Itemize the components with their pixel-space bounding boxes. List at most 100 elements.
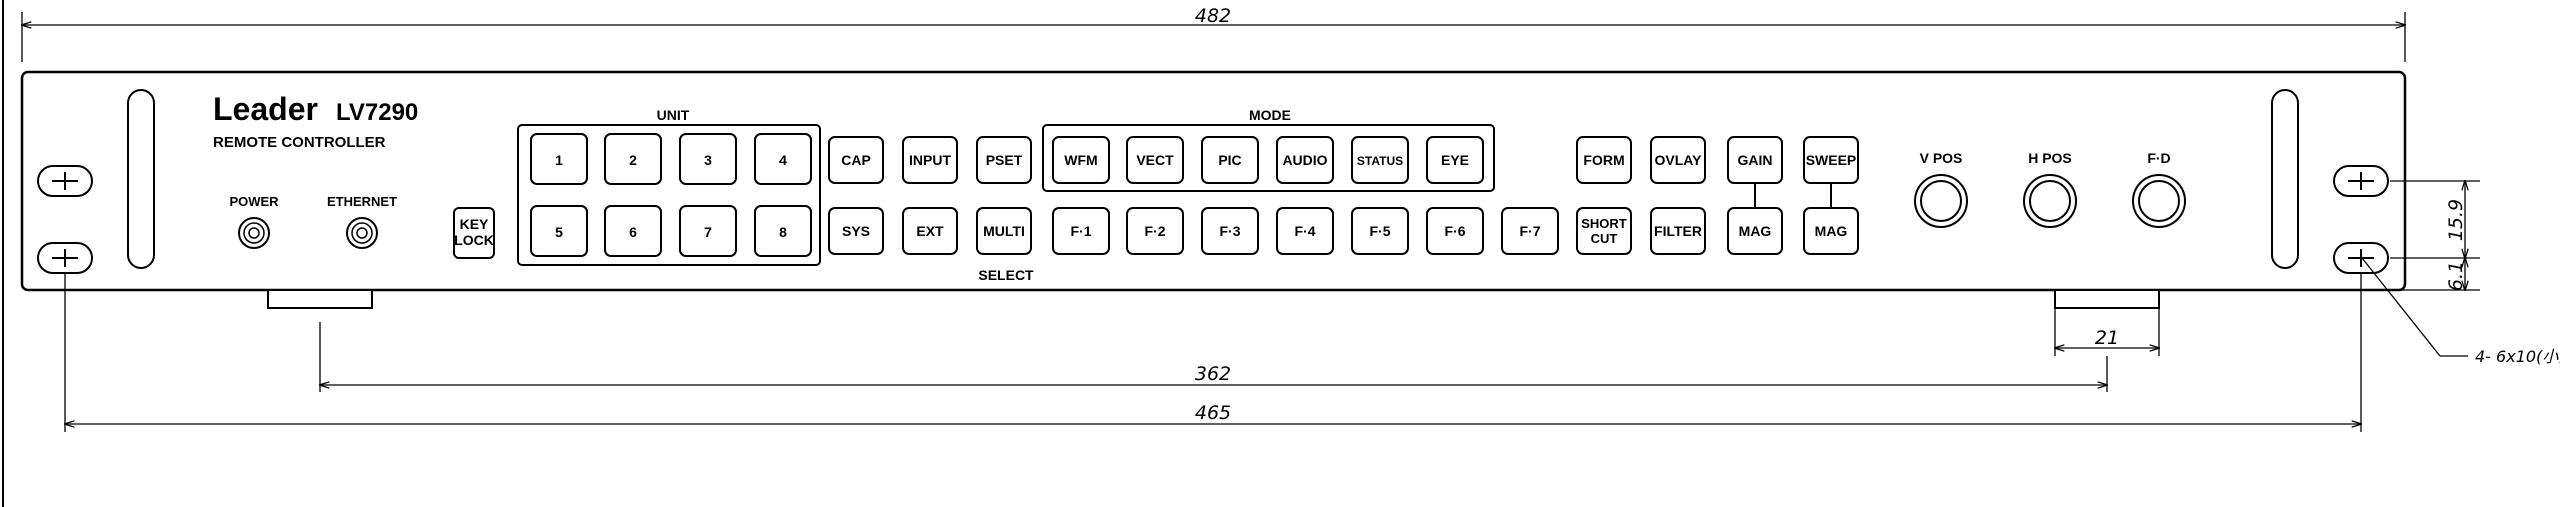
f2-label: F·2 [1145,223,1166,239]
mode-audio-button[interactable]: AUDIO [1276,136,1334,184]
shortcut-button[interactable]: SHORT CUT [1576,207,1632,255]
vpos-knob[interactable] [1914,174,1968,228]
hpos-label: H POS [2028,150,2072,166]
key-lock-label-line2: LOCK [454,232,494,248]
ovlay-button[interactable]: OVLAY [1650,136,1706,184]
unit-4-button[interactable]: 4 [754,133,812,185]
cap-label: CAP [841,152,871,168]
f4-button[interactable]: F·4 [1276,207,1334,255]
unit-group-label: UNIT [657,107,690,123]
rack-handle-right [2271,89,2299,269]
select-group-label: SELECT [978,267,1034,283]
mode-group-frame [1042,124,1495,192]
dimension-overall-width-label: 482 [1195,5,1231,27]
dimension-foot-width-label: 21 [2095,327,2119,349]
f1-button[interactable]: F·1 [1052,207,1110,255]
dimension-overall-width [22,12,2405,62]
mode-vect-label: VECT [1136,152,1174,168]
unit-7-label: 7 [704,224,712,240]
mag-right-button[interactable]: MAG [1803,207,1859,255]
pset-label: PSET [986,152,1023,168]
fd-knob[interactable] [2132,174,2186,228]
input-button[interactable]: INPUT [902,136,958,184]
mag-left-button[interactable]: MAG [1727,207,1783,255]
unit-7-button[interactable]: 7 [679,205,737,257]
dimension-hole-vertical [2390,181,2480,290]
f6-label: F·6 [1445,223,1466,239]
multi-label: MULTI [983,223,1025,239]
mounting-holes [37,165,2389,274]
mode-pic-button[interactable]: PIC [1201,136,1259,184]
f4-label: F·4 [1295,223,1316,239]
unit-3-label: 3 [704,152,712,168]
power-connector [238,217,270,249]
ethernet-connector [346,217,378,249]
unit-1-label: 1 [555,152,563,168]
vpos-label: V POS [1920,150,1963,166]
dimension-hole-offset-label: 6.1 [2445,261,2467,291]
form-label: FORM [1583,152,1624,168]
unit-1-button[interactable]: 1 [530,133,588,185]
sys-button[interactable]: SYS [828,207,884,255]
key-lock-button[interactable]: KEY LOCK [453,207,495,259]
fd-label: F·D [2147,150,2170,166]
f3-button[interactable]: F·3 [1201,207,1259,255]
dimension-hole-spacing-label: 15.9 [2445,199,2467,241]
dimension-mount-hole-spacing [65,273,2361,432]
ovlay-label: OVLAY [1655,152,1703,168]
gain-button[interactable]: GAIN [1727,136,1783,184]
rack-handle-left [127,89,155,269]
unit-3-button[interactable]: 3 [679,133,737,185]
foot-left [267,289,373,309]
hpos-knob[interactable] [2023,174,2077,228]
f3-label: F·3 [1220,223,1241,239]
f7-button[interactable]: F·7 [1501,207,1559,255]
dimension-foot-spacing-label: 362 [1195,363,1231,385]
f1-label: F·1 [1071,223,1092,239]
multi-button[interactable]: MULTI [976,207,1032,255]
key-lock-label-line1: KEY [460,216,489,232]
form-button[interactable]: FORM [1576,136,1632,184]
mode-eye-label: EYE [1441,152,1469,168]
mode-vect-button[interactable]: VECT [1126,136,1184,184]
f5-button[interactable]: F·5 [1351,207,1409,255]
ext-button[interactable]: EXT [902,207,958,255]
f7-label: F·7 [1520,223,1541,239]
gain-label: GAIN [1738,152,1773,168]
gain-mag-link [1754,183,1832,208]
f6-button[interactable]: F·6 [1426,207,1484,255]
mode-status-button[interactable]: STATUS [1351,136,1409,184]
cap-button[interactable]: CAP [828,136,884,184]
mode-audio-label: AUDIO [1282,152,1327,168]
unit-8-button[interactable]: 8 [754,205,812,257]
ext-label: EXT [916,223,944,239]
input-label: INPUT [909,152,951,168]
unit-6-label: 6 [629,224,637,240]
foot-right [2054,289,2160,309]
unit-2-button[interactable]: 2 [604,133,662,185]
f5-label: F·5 [1370,223,1391,239]
ethernet-label: ETHERNET [327,194,397,209]
shortcut-label-line2: CUT [1591,231,1618,246]
mode-wfm-button[interactable]: WFM [1052,136,1110,184]
mag-right-label: MAG [1815,223,1848,239]
shortcut-label-line1: SHORT [1581,216,1627,231]
model-name: LV7290 [336,99,418,126]
pset-button[interactable]: PSET [976,136,1032,184]
dimension-mount-hole-spacing-label: 465 [1195,402,1231,424]
dimension-foot-width [2055,308,2159,356]
filter-button[interactable]: FILTER [1650,207,1706,255]
unit-5-button[interactable]: 5 [530,205,588,257]
f2-button[interactable]: F·2 [1126,207,1184,255]
mode-eye-button[interactable]: EYE [1426,136,1484,184]
unit-6-button[interactable]: 6 [604,205,662,257]
unit-5-label: 5 [555,224,563,240]
mode-group-label: MODE [1249,107,1291,123]
unit-8-label: 8 [779,224,787,240]
filter-label: FILTER [1654,223,1702,239]
sweep-button[interactable]: SWEEP [1803,136,1859,184]
power-label: POWER [229,194,279,209]
brand-subtitle: REMOTE CONTROLLER [213,134,386,151]
mode-wfm-label: WFM [1064,152,1097,168]
unit-group-frame [517,124,821,266]
